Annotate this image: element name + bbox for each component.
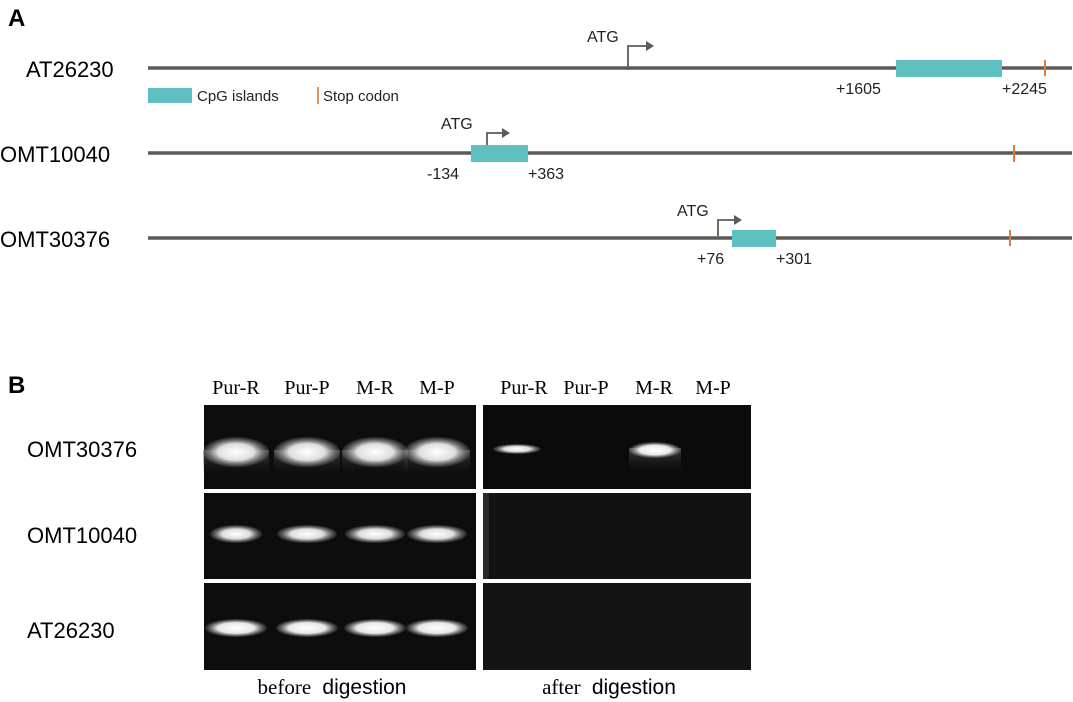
gene-label: AT26230 — [26, 57, 114, 82]
gel-row-label: OMT30376 — [27, 437, 137, 462]
gene-track-omt10040: OMT10040 ATG -134 +363 — [0, 116, 1072, 183]
cpg-end-label: +301 — [776, 251, 812, 268]
gel-edge-artifact — [483, 493, 489, 579]
gel-band — [407, 525, 467, 543]
caption-after: after digestion — [542, 675, 676, 699]
gel-band — [342, 437, 408, 467]
atg-arrow-icon — [717, 219, 734, 236]
gel-row-label: AT26230 — [27, 618, 115, 643]
legend-cpg-label: CpG islands — [197, 88, 279, 105]
cpg-start-label: +76 — [697, 251, 724, 268]
lane-header: M-R — [635, 377, 673, 399]
gel-band — [276, 619, 338, 637]
gene-track-at26230: AT26230 ATG +1605 +2245 — [26, 29, 1072, 98]
gel-band — [274, 437, 340, 467]
caption-before-pre: before — [258, 675, 312, 699]
gene-label: OMT30376 — [0, 227, 110, 252]
atg-label: ATG — [587, 29, 619, 46]
atg-arrow-icon — [627, 45, 646, 70]
gel-band — [277, 525, 337, 543]
legend-stop-label: Stop codon — [323, 88, 399, 105]
cpg-island — [732, 230, 776, 247]
lane-header: Pur-R — [212, 377, 260, 399]
lane-header: Pur-P — [284, 377, 329, 399]
gel-band — [629, 442, 681, 458]
cpg-island — [896, 60, 1002, 77]
legend: CpG islands Stop codon — [148, 87, 399, 105]
lane-headers-after: Pur-R Pur-P M-R M-P — [500, 377, 730, 399]
cpg-island — [471, 145, 528, 162]
panel-a-label: A — [8, 5, 25, 32]
lane-headers-before: Pur-R Pur-P M-R M-P — [212, 377, 454, 399]
legend-cpg-swatch — [148, 88, 192, 103]
gene-label: OMT10040 — [0, 142, 110, 167]
gel-band — [344, 619, 406, 637]
atg-arrowhead-icon — [646, 41, 654, 51]
cpg-end-label: +363 — [528, 166, 564, 183]
lane-header: Pur-R — [500, 377, 548, 399]
atg-label: ATG — [441, 116, 473, 133]
gene-track-omt30376: OMT30376 ATG +76 +301 — [0, 203, 1072, 268]
caption-after-word: digestion — [592, 676, 676, 699]
gel-band — [210, 525, 262, 543]
lane-header: Pur-P — [563, 377, 608, 399]
gel-band — [406, 619, 468, 637]
cpg-start-label: +1605 — [836, 81, 881, 98]
panel-b-label: B — [8, 372, 25, 399]
atg-arrow-icon — [486, 132, 502, 147]
cpg-end-label: +2245 — [1002, 81, 1047, 98]
gel-panel — [483, 493, 751, 579]
caption-before: before digestion — [258, 675, 407, 699]
cpg-start-label: -134 — [427, 166, 459, 183]
caption-after-text: after digestion — [542, 675, 676, 699]
lane-header: M-R — [356, 377, 394, 399]
caption-before-text: before digestion — [258, 675, 407, 699]
lane-header: M-P — [419, 377, 455, 399]
gel-band — [203, 437, 269, 467]
gel-band — [345, 525, 405, 543]
gel-band — [493, 444, 541, 454]
gel-band — [205, 619, 267, 637]
atg-arrowhead-icon — [734, 215, 742, 225]
gel-bands — [203, 437, 681, 637]
atg-arrowhead-icon — [502, 128, 510, 138]
gel-panel — [483, 583, 751, 670]
caption-after-pre: after — [542, 675, 580, 699]
gel-row-label: OMT10040 — [27, 523, 137, 548]
lane-header: M-P — [695, 377, 731, 399]
caption-before-word: digestion — [322, 676, 406, 699]
gel-band — [404, 437, 470, 467]
atg-label: ATG — [677, 203, 709, 220]
